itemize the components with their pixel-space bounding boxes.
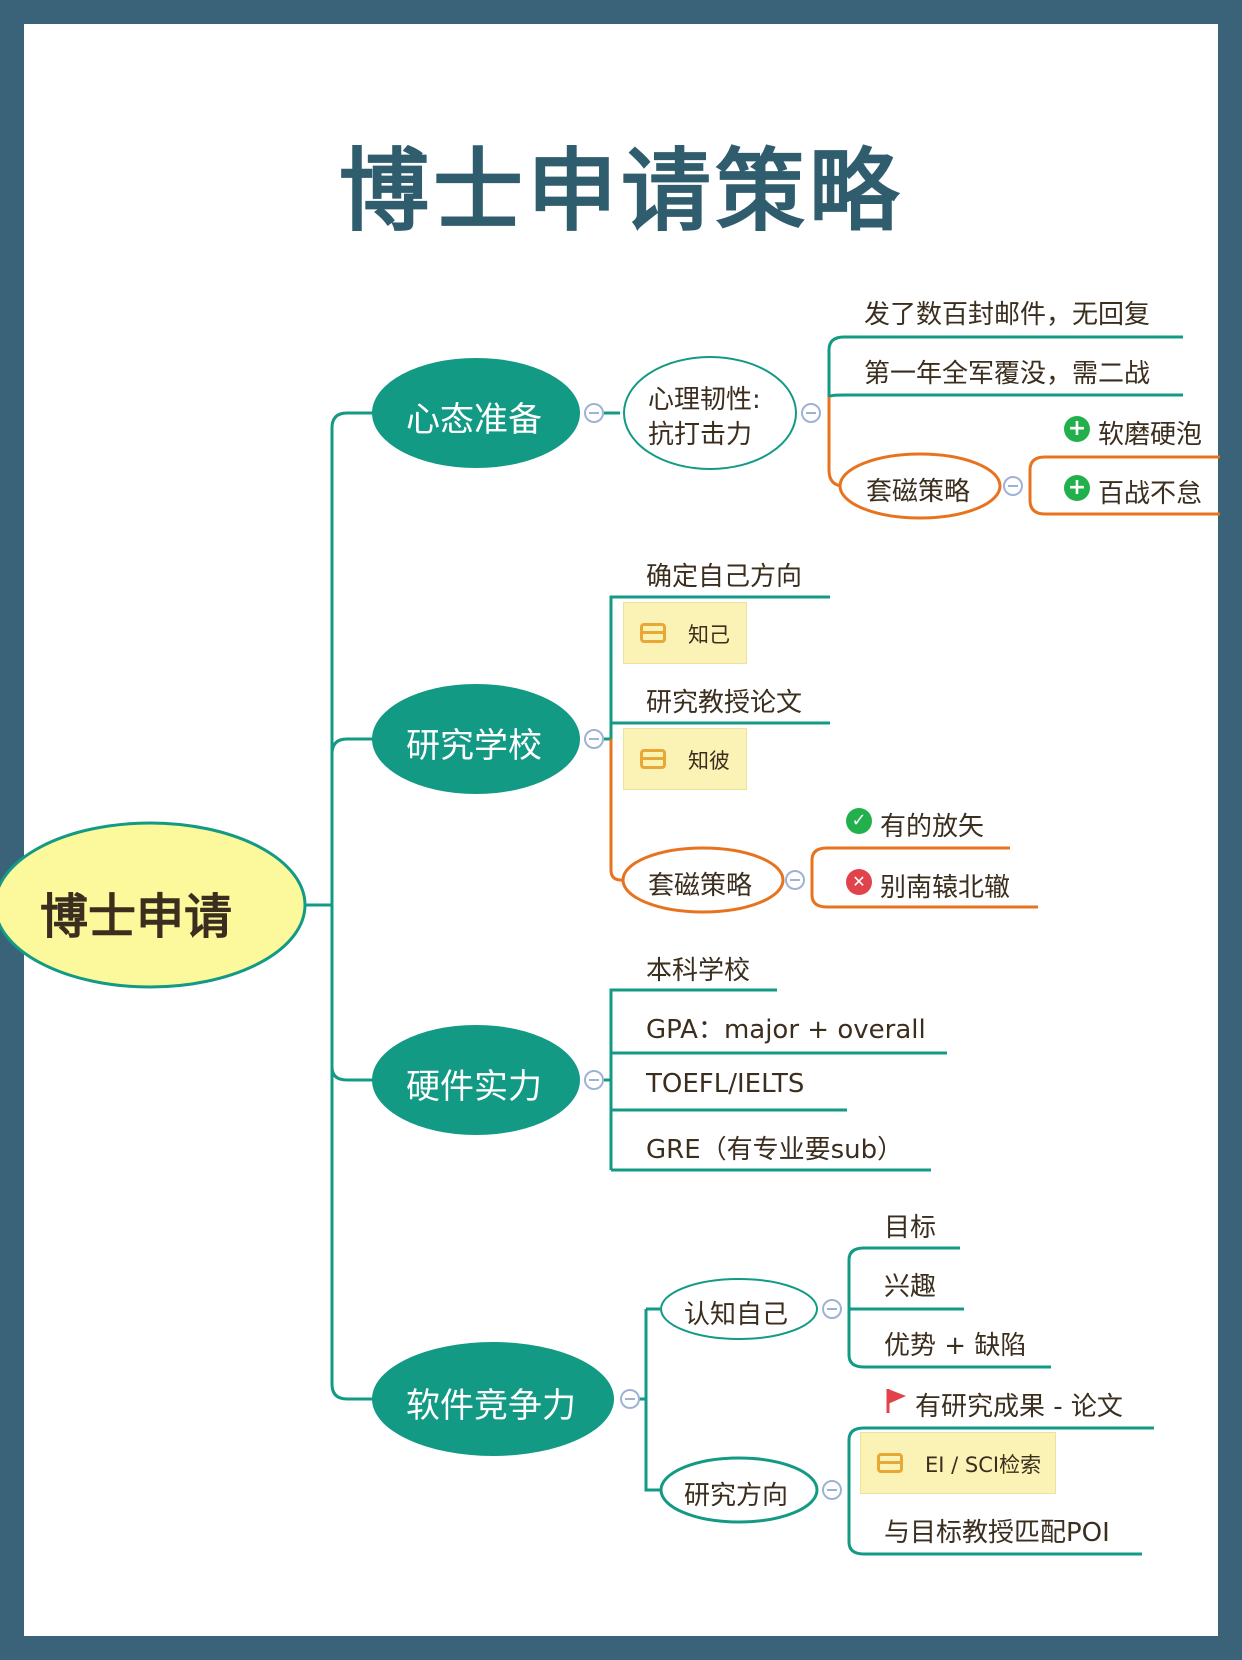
resilience-label-line1: 心理韧性: <box>648 385 761 415</box>
note-icon <box>877 1453 903 1473</box>
note-know-them: 知彼 <box>623 728 747 790</box>
branch-node-shape <box>372 684 580 794</box>
subnode-shape <box>660 1278 818 1340</box>
branch-node-shape <box>372 1025 580 1135</box>
plus-icon: + <box>1064 416 1090 442</box>
leaf-gpa: GPA：major + overall <box>646 1015 926 1045</box>
leaf-first-year-fail: 第一年全军覆没，需二战 <box>864 359 1151 389</box>
note-icon <box>640 623 666 643</box>
note-icon <box>640 749 666 769</box>
root-node-shape <box>0 821 307 989</box>
subnode-shape <box>659 1456 819 1524</box>
leaf-toefl-ielts: TOEFL/IELTS <box>646 1069 805 1099</box>
branch-label-research-schools: 研究学校 <box>406 726 542 766</box>
leaf-persistence: 软磨硬泡 <box>1098 420 1203 450</box>
note-ei-sci: EI / SCI检索 <box>860 1432 1056 1494</box>
leaf-undergrad-school: 本科学校 <box>646 956 751 986</box>
leaf-research-output: 有研究成果 - 论文 <box>915 1392 1123 1422</box>
leaf-strengths-weaknesses: 优势 + 缺陷 <box>884 1331 1027 1361</box>
leaf-goal: 目标 <box>884 1213 937 1243</box>
note-label: 知己 <box>688 623 730 647</box>
note-label: 知彼 <box>688 749 730 773</box>
research-direction-label: 研究方向 <box>684 1481 789 1511</box>
branch-node-shape <box>372 358 580 468</box>
leaf-never-give-up: 百战不怠 <box>1098 479 1203 509</box>
leaf-emails-no-reply: 发了数百封邮件，无回复 <box>864 300 1151 330</box>
self-awareness-label: 认知自己 <box>684 1300 789 1330</box>
resilience-label-line2: 抗打击力 <box>648 420 753 450</box>
note-know-yourself: 知己 <box>623 602 747 664</box>
cross-icon: ✕ <box>846 869 872 895</box>
subnode-shape <box>838 452 1002 520</box>
leaf-study-papers: 研究教授论文 <box>646 688 803 718</box>
page-title: 博士申请策略 <box>339 139 903 244</box>
root-node-label: 博士申请 <box>40 889 233 945</box>
leaf-targeted: 有的放矢 <box>880 812 985 842</box>
plus-icon: + <box>1064 475 1090 501</box>
leaf-define-direction: 确定自己方向 <box>646 562 803 592</box>
note-label: EI / SCI检索 <box>925 1453 1042 1477</box>
flag-icon <box>886 1389 906 1413</box>
subnode-shape <box>621 846 785 914</box>
leaf-wrong-direction: 别南辕北辙 <box>880 873 1011 903</box>
branch-label-hard-skills: 硬件实力 <box>406 1067 542 1107</box>
leaf-match-poi: 与目标教授匹配POI <box>884 1518 1110 1548</box>
check-icon: ✓ <box>846 808 872 834</box>
outreach-strategy-label: 套磁策略 <box>866 477 971 507</box>
leaf-interest: 兴趣 <box>884 1272 937 1302</box>
leaf-gre: GRE（有专业要sub） <box>646 1135 904 1165</box>
branch-label-soft-skills: 软件竞争力 <box>406 1386 576 1426</box>
branch-node-shape <box>372 1342 614 1456</box>
branch-label-mindset: 心态准备 <box>406 400 542 440</box>
outreach-strategy-label: 套磁策略 <box>648 871 753 901</box>
subnode-shape <box>623 356 797 470</box>
